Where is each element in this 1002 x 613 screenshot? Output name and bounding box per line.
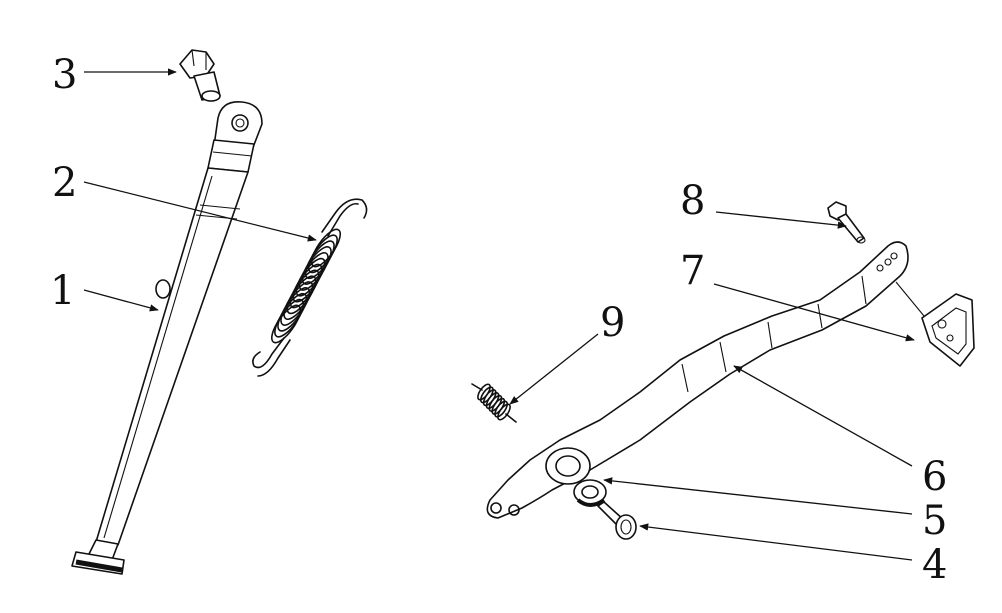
pivot-bolt [179,49,221,102]
label-part-1: 1 [50,268,75,314]
label-part-7: 7 [680,248,705,294]
label-part-5: 5 [922,498,947,544]
label-part-2: 2 [52,160,77,206]
label-part-9: 9 [600,300,625,346]
pedal-pad [895,281,975,367]
side-stand-leg [71,101,263,575]
small-spring [471,383,517,423]
part-labels: 3 2 1 8 7 9 6 5 4 [50,52,947,588]
return-spring [252,198,368,377]
label-part-8: 8 [680,178,705,224]
spring-coil [270,304,302,344]
pivot-pin [597,501,637,540]
spring-coil [494,400,509,418]
label-part-4: 4 [922,542,947,588]
label-part-6: 6 [922,454,947,500]
pedal-bolt [827,201,866,244]
leader-lines [83,68,915,561]
pivot-bushing [573,479,607,507]
brake-pedal-arm [486,241,909,519]
label-part-3: 3 [52,52,77,98]
